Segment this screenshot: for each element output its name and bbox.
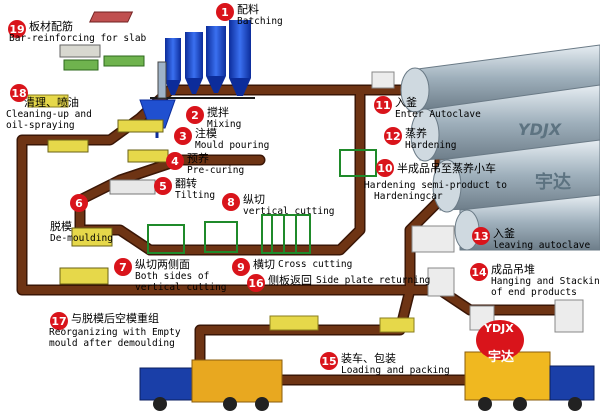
step-number: 7: [114, 258, 132, 276]
step-15-loading-packing: 15 装车、包装 Loading and packing: [320, 352, 450, 376]
step-en-label: vertical cutting: [243, 206, 335, 217]
step-2-mixing: 2 搅拌 Mixing: [186, 106, 241, 130]
step-number: 17: [50, 312, 68, 330]
step-en-label: De-moulding: [50, 233, 113, 244]
step-number: 8: [222, 193, 240, 211]
step-4-pre-curing: 4 预养 Pre-curing: [166, 152, 244, 176]
step-number: 18: [10, 84, 28, 102]
step-cn-label: 半成品吊至蒸养小车: [397, 162, 496, 175]
step-cn-label: 板材配筋: [29, 20, 73, 33]
step-cn-label: 侧板返回: [268, 274, 312, 287]
step-en-label-2: Hardeningcar: [374, 191, 443, 202]
autoclave-logo: YDJX: [518, 120, 562, 139]
step-number: 9: [232, 258, 250, 276]
step-number: 2: [186, 106, 204, 124]
step-en-label: Hanging and Stacking: [491, 276, 600, 287]
autoclaves: [400, 44, 600, 251]
step-cn-label: 搅拌: [207, 106, 229, 119]
step-number: 12: [384, 127, 402, 145]
product-stacks: [269, 71, 584, 333]
autoclave-logo-cn: 宇达: [535, 172, 571, 193]
step-number: 15: [320, 352, 338, 370]
step-6-de-moulding: 6 脱模 De-moulding: [50, 194, 113, 244]
step-en-label: leaving autoclave: [493, 240, 591, 251]
moulds: [47, 119, 169, 285]
step-14-hanging-stacking: 14 成品吊堆 Hanging and Stacking of end prod…: [470, 263, 600, 298]
step-8-vertical-cutting: 8 纵切 vertical cutting: [222, 193, 335, 217]
step-number: 5: [154, 177, 172, 195]
step-16-side-plate-returning: 16 侧板返回 Side plate returning: [247, 274, 430, 292]
truck-logo: YDJX: [484, 322, 514, 335]
step-number: 1: [216, 3, 234, 21]
step-cn-label: 翻转: [175, 177, 197, 190]
step-en-label: Hardening semi-product to: [364, 180, 507, 191]
step-number: 19: [8, 20, 26, 38]
step-cn-label: 注模: [195, 127, 217, 140]
step-en-label: Batching: [237, 16, 283, 27]
step-17-reorganizing-mould: 17 与脱模后空模重组 Reorganizing with Empty moul…: [49, 312, 181, 349]
step-number: 14: [470, 263, 488, 281]
step-en-label: Loading and packing: [341, 365, 450, 376]
step-number: 11: [374, 96, 392, 114]
step-cn-label: 蒸养: [405, 127, 427, 140]
step-en-label-2: oil-spraying: [6, 120, 75, 131]
step-en-label: Mixing: [207, 119, 242, 130]
step-cn-label: 装车、包装: [341, 352, 396, 365]
step-number: 6: [70, 194, 88, 212]
step-cn-label: 入釜: [493, 227, 515, 240]
trucks: [139, 320, 595, 411]
step-en-label-2: vertical cutting: [135, 282, 227, 293]
step-cn-label: 配料: [237, 3, 259, 16]
step-3-mould-pouring: 3 注模 Mould pouring: [174, 127, 269, 151]
step-en-label: Hardening: [405, 140, 457, 151]
step-13-leaving-autoclave: 13 入釜 leaving autoclave: [472, 227, 590, 251]
step-11-enter-autoclave: 11 入釜 Enter Autoclave: [374, 96, 481, 120]
step-5-tilting: 5 翻转 Tilting: [154, 177, 215, 201]
reinforcing-racks: [27, 11, 145, 108]
step-en-label: Bar-reinforcing for slab: [9, 33, 147, 44]
step-number: 3: [174, 127, 192, 145]
step-cn-label: 成品吊堆: [491, 263, 535, 276]
step-en-label: Both sides of: [135, 271, 210, 282]
step-number: 4: [166, 152, 184, 170]
step-cn-label: 与脱模后空模重组: [71, 312, 159, 325]
step-cn-label: 清理、喷油: [24, 96, 79, 109]
step-cn-label: 预养: [187, 152, 209, 165]
step-1-batching: 1 配料 Batching: [216, 3, 283, 27]
step-7-side-vertical-cutting: 7 纵切两侧面 Both sides of vertical cutting: [114, 258, 227, 293]
step-10-hardening-semi-product: 10 半成品吊至蒸养小车 Hardening semi-product to H…: [364, 159, 507, 202]
step-number: 10: [376, 159, 394, 177]
step-cn-label: 入釜: [395, 96, 417, 109]
step-cn-label: 横切: [253, 258, 275, 271]
step-en-label: Side plate returning: [316, 275, 431, 286]
batching-silos: [150, 20, 255, 99]
step-cn-label: 纵切: [243, 193, 265, 206]
step-18-cleaning-oil-spraying: 18 清理、喷油 Cleaning-up and oil-spraying: [6, 84, 92, 131]
step-cn-label: 纵切两侧面: [135, 258, 190, 271]
step-cn-label: 脱模: [50, 220, 72, 233]
step-number: 16: [247, 274, 265, 292]
step-en-label: Enter Autoclave: [395, 109, 481, 120]
step-9-cross-cutting: 9 横切 Cross cutting: [232, 258, 352, 276]
step-en-label: Cleaning-up and: [6, 109, 92, 120]
step-12-hardening: 12 蒸养 Hardening: [384, 127, 456, 151]
step-en-label-2: mould after demoulding: [49, 338, 175, 349]
step-en-label: Reorganizing with Empty: [49, 327, 181, 338]
step-en-label: Tilting: [175, 190, 216, 201]
step-en-label: Mould pouring: [195, 140, 270, 151]
step-number: 13: [472, 227, 490, 245]
step-en-label-2: of end products: [491, 287, 577, 298]
step-en-label: Pre-curing: [187, 165, 245, 176]
truck-logo-cn: 宇达: [488, 350, 515, 365]
step-19-bar-reinforcing: 19 板材配筋 Bar-reinforcing for slab: [8, 20, 146, 44]
step-en-label: Cross cutting: [278, 259, 353, 270]
